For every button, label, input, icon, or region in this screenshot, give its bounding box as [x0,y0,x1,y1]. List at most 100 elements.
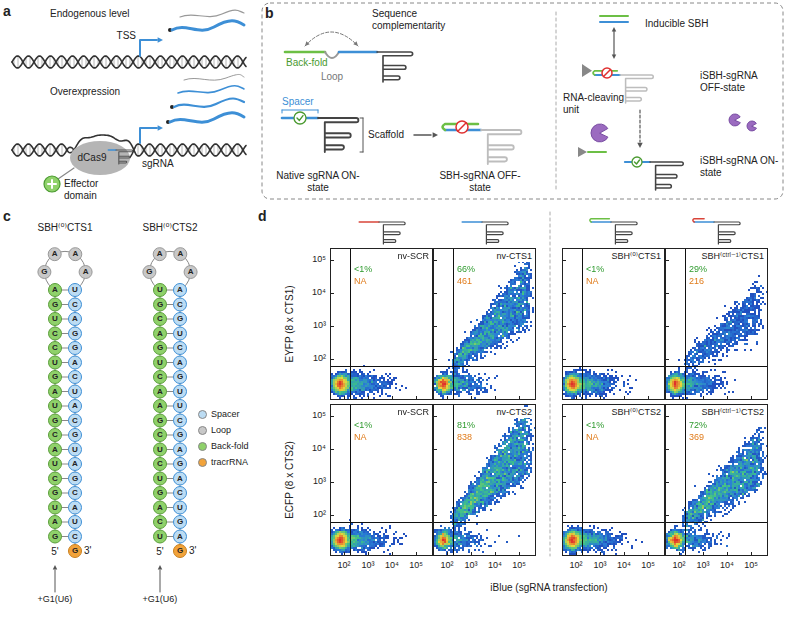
back-fold-line [600,15,628,17]
panel-letter: b [265,5,274,22]
legend-swatch [198,442,207,451]
arrowhead [612,27,617,31]
nucleotide-letter: A [157,249,163,259]
bracket [318,110,319,113]
base-pair [62,348,69,349]
tick-label: 10³ [313,476,326,487]
flow-plot: nv-CTS281%838 [433,404,536,556]
annotation-label: 3' [189,545,196,557]
annotation-label: Scaffold [368,129,404,141]
transcript [178,86,244,93]
panel-letter: d [258,208,267,225]
nucleotide [174,356,187,369]
nucleotide-letter: A [52,387,58,397]
base-pair [62,290,69,291]
annotation-label: Endogenous level [50,8,130,20]
nucleotide-letter: C [177,300,183,310]
nucleotide-letter: A [52,517,58,527]
nucleotide-letter: C [52,343,58,353]
mfi-value: NA [353,432,368,443]
nucleotide-letter: G [177,546,183,556]
nucleotide [174,371,187,384]
dna-rung [226,144,227,156]
nucleotide-letter: G [52,300,58,310]
nucleotide-letter: G [157,488,163,498]
nucleotide [174,298,187,311]
tick-label: 10⁴ [312,443,326,454]
nucleotide [154,400,167,413]
bracket [363,118,364,152]
nucleotide-letter: A [157,329,163,339]
nucleotide-letter: A [52,445,58,455]
nucleotide [154,313,167,326]
sgrna-scaffold [620,75,653,103]
nucleotide [174,545,187,558]
dna-rung [226,56,227,68]
off-state-slash [458,123,466,131]
nucleotide [69,342,82,355]
nucleotide-letter: A [177,532,183,542]
dna-rung [106,56,107,68]
nucleotide [174,342,187,355]
back-fold-line [285,51,325,54]
density-plot [666,249,767,399]
dna-strand [12,135,246,156]
rna-cleaving-enzyme [747,121,756,131]
dna-rung [214,145,215,156]
flow-plot: SBH⁽ᶜᵗʳˡ⁻¹⁾CTS129%216 [665,248,768,400]
nucleotide-letter: A [52,249,58,259]
on-state-check [294,112,306,124]
nucleotide-letter: G [146,267,152,277]
nucleotide-letter: U [72,517,78,527]
flow-plot: SBH⁽⁰⁾CTS2<1%NA [562,404,665,556]
nucleotide [38,266,51,279]
nucleotide-letter: A [157,503,163,513]
nucleotide [174,472,187,485]
sgrna-scaffold [650,162,683,190]
base-pair [62,507,69,508]
nucleotide-letter: U [52,503,58,513]
nucleotide [174,385,187,398]
legend-swatch [198,458,207,467]
arrowhead [353,41,358,46]
base-pair [62,377,69,378]
nucleotide [174,248,187,261]
mfi-value: NA [353,276,368,287]
transcript [180,10,244,17]
nucleotide [154,327,167,340]
nucleotide-letter: U [177,329,183,339]
nucleotide-letter: A [72,459,78,469]
nucleotide-letter: U [52,401,58,411]
base-pair [62,391,69,392]
dna-rung [170,145,171,156]
dna-rung [62,144,63,156]
annotation-label: 3' [84,545,91,557]
nucleotide-letter: G [72,474,78,484]
legend-label: Loop [211,425,231,436]
nucleotide [174,429,187,442]
base-pair [167,377,174,378]
tick-label: 10² [313,509,326,520]
dna-rung [30,57,31,68]
percent-positive: <1% [353,264,373,275]
rna-cleaving-unit [578,147,587,157]
nucleotide [69,313,82,326]
tick-label: 10⁴ [617,560,631,571]
base-pair [62,304,69,305]
sgrna-scaffold [377,52,413,82]
nucleotide-letter: A [72,503,78,513]
pointer-arrow [55,570,56,592]
double-arrow [613,31,614,55]
state-arrow [414,134,431,136]
nucleotide [69,458,82,471]
panel-letter: a [3,3,11,20]
nucleotide-letter: U [157,474,163,484]
base-pair [167,333,174,334]
dna-rung [170,57,171,68]
nucleotide [69,327,82,340]
annotation-label: Effector domain [64,178,112,202]
rna-cleaving-unit [582,64,592,77]
tick-label: 10⁵ [409,560,423,571]
nucleotide-letter: G [52,488,58,498]
nucleotide-letter: U [157,285,163,295]
